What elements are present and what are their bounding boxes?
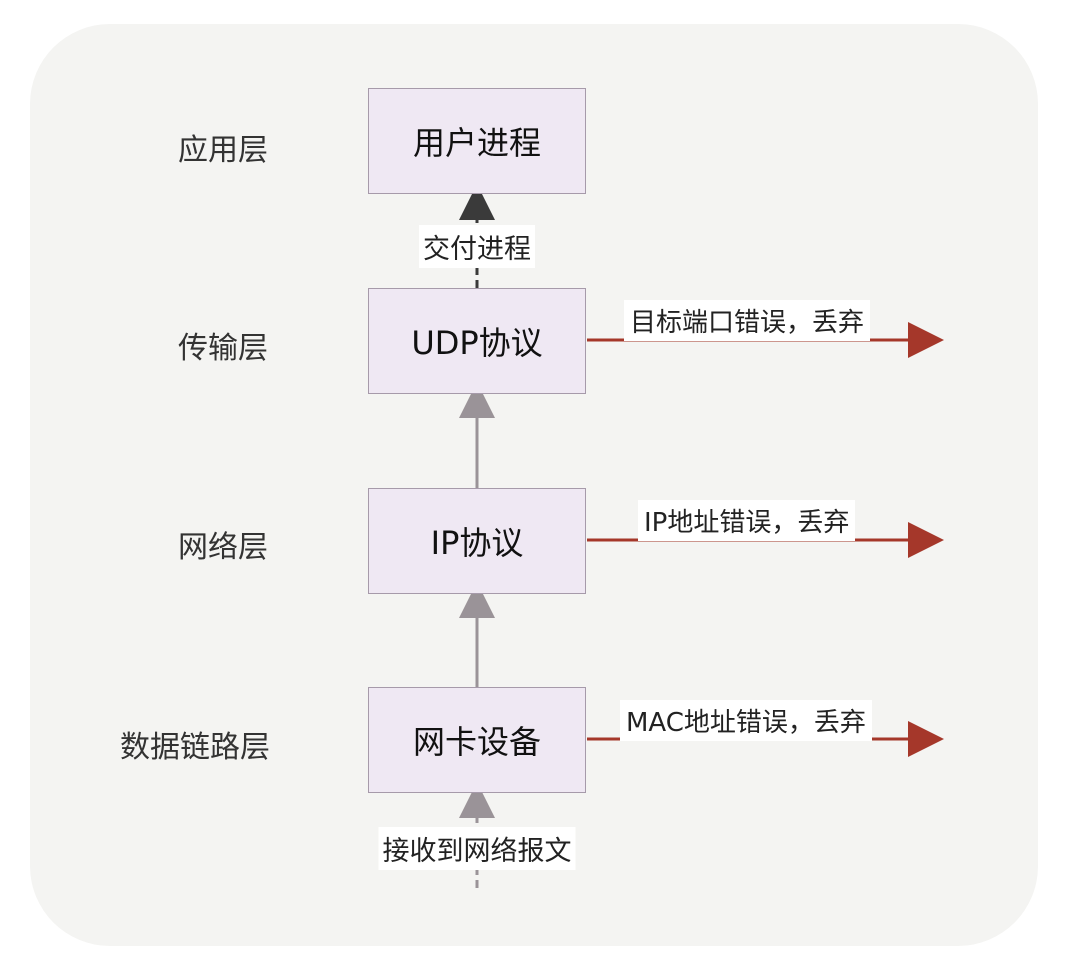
- udp-protocol-box: UDP协议: [368, 288, 586, 394]
- deliver-process-label: 交付进程: [419, 225, 535, 268]
- layer-label-datalink: 数据链路层: [120, 730, 270, 765]
- receive-packet-label: 接收到网络报文: [378, 827, 576, 870]
- layer-label-transport: 传输层: [178, 331, 268, 366]
- layer-label-application: 应用层: [178, 133, 268, 168]
- user-process-box: 用户进程: [368, 88, 586, 194]
- nic-device-box: 网卡设备: [368, 687, 586, 793]
- ip-error-label: IP地址错误，丢弃: [638, 500, 856, 541]
- port-error-label: 目标端口错误，丢弃: [624, 300, 871, 341]
- layer-label-network: 网络层: [178, 530, 268, 565]
- ip-protocol-box: IP协议: [368, 488, 586, 594]
- mac-error-label: MAC地址错误，丢弃: [620, 700, 872, 741]
